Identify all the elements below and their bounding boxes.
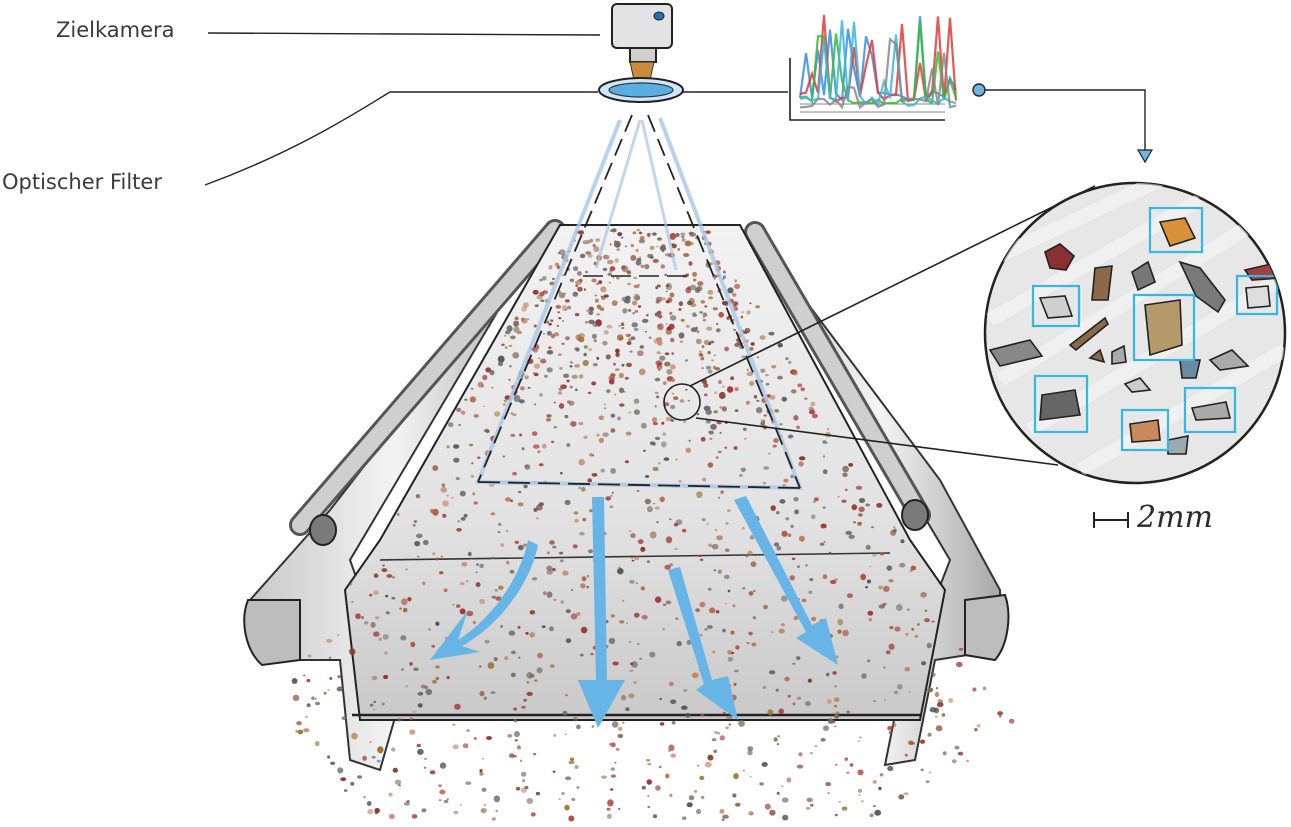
label-optischer-filter: Optischer Filter bbox=[2, 170, 162, 194]
magnifier-leaders bbox=[663, 185, 1096, 466]
optical-filter-icon bbox=[598, 61, 684, 103]
label-scale: 2mm bbox=[1137, 500, 1213, 535]
detection-boxes bbox=[1031, 206, 1279, 452]
camera-field-of-view bbox=[475, 114, 803, 491]
label-zielkamera: Zielkamera bbox=[56, 18, 175, 42]
magnifier-circle bbox=[983, 181, 1287, 485]
spectrum-series-line bbox=[799, 14, 958, 103]
spectrum-series-line bbox=[799, 20, 957, 107]
flow-arrow bbox=[578, 497, 625, 728]
label-leaders bbox=[204, 32, 1146, 186]
flow-arrow bbox=[430, 540, 538, 660]
camera-icon bbox=[611, 3, 673, 63]
scale-bar-icon bbox=[1093, 512, 1129, 528]
flow-arrow bbox=[734, 496, 838, 665]
conveyor-belt bbox=[243, 219, 1010, 772]
particle-stream bbox=[291, 228, 1015, 822]
spectrum-graph bbox=[789, 14, 1154, 164]
flow-arrow bbox=[668, 567, 738, 720]
flow-arrows bbox=[430, 496, 838, 728]
spectrum-series-line bbox=[799, 37, 957, 110]
